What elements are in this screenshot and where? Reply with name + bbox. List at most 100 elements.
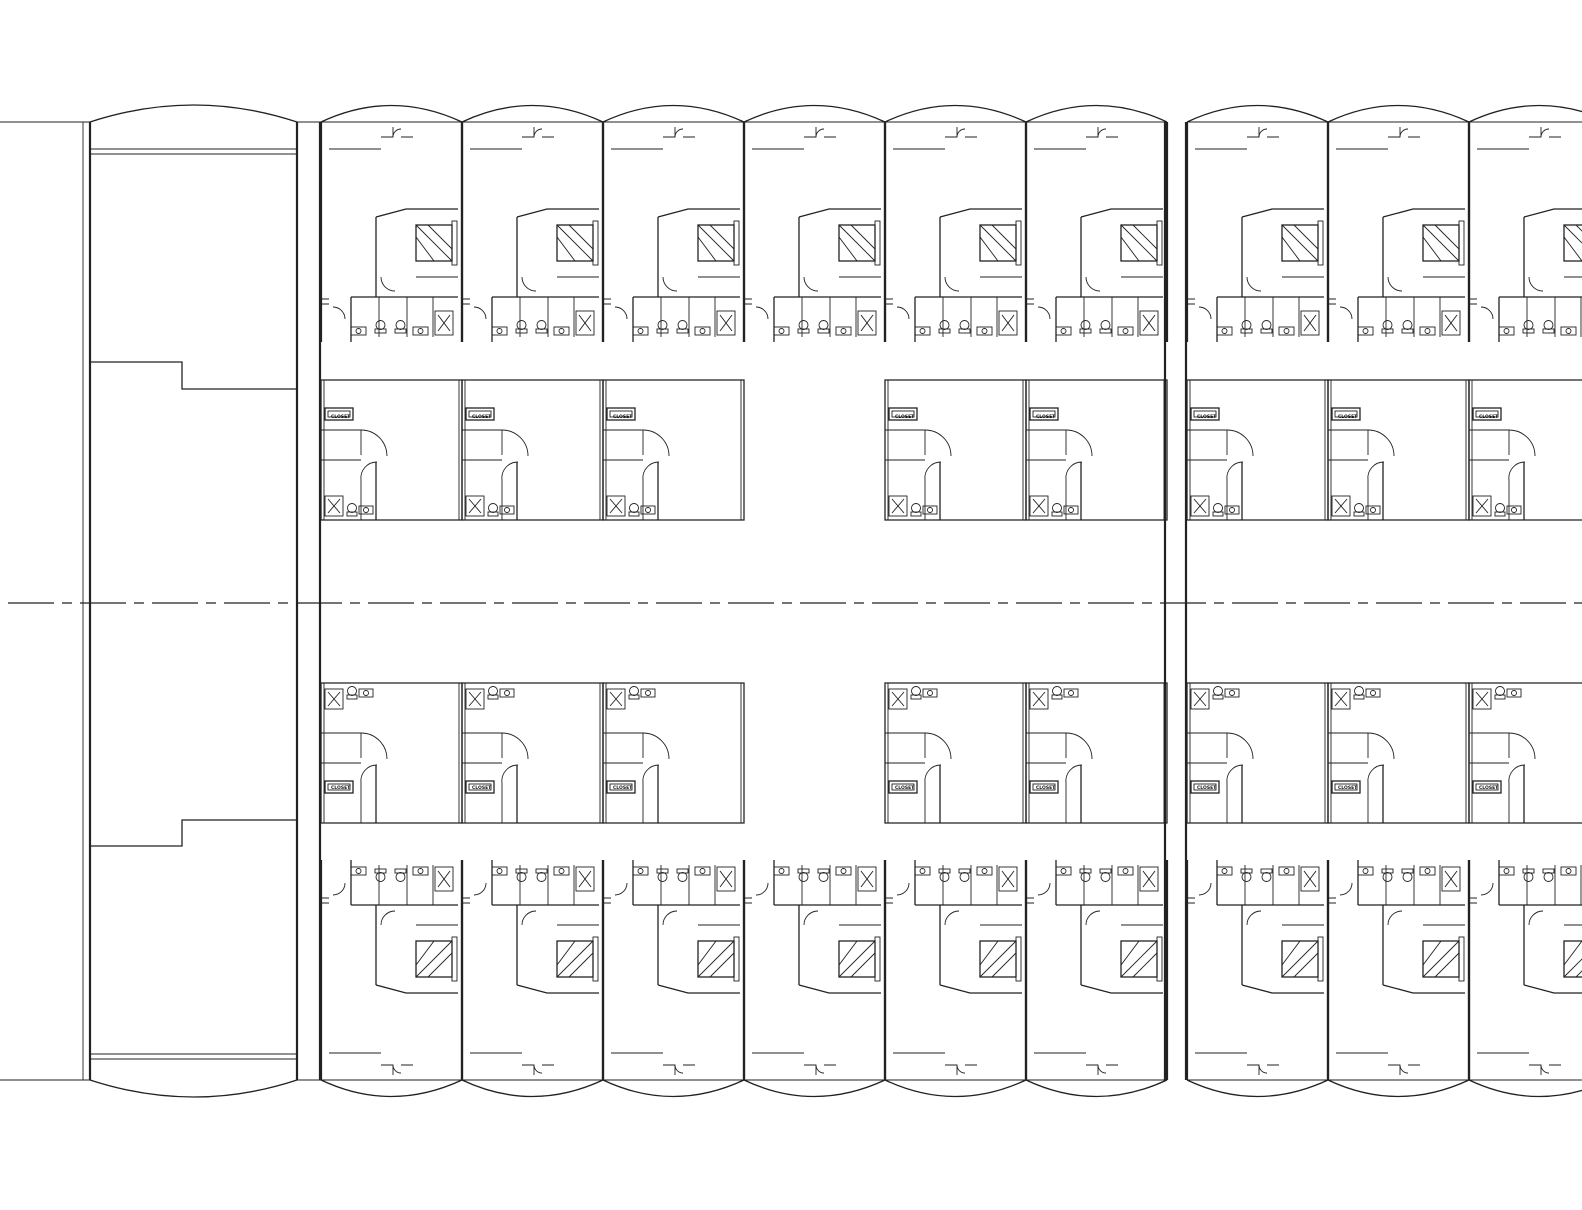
door-swing-icon bbox=[360, 461, 378, 481]
door-swing-icon bbox=[1085, 276, 1101, 292]
unit-wall bbox=[1024, 122, 1169, 342]
unit-room-bottom bbox=[742, 860, 887, 1098]
sink-icon bbox=[976, 866, 993, 876]
door-swing-icon bbox=[360, 732, 388, 760]
shower-icon bbox=[998, 310, 1018, 336]
toilet-icon bbox=[1051, 503, 1063, 517]
door-swing-icon bbox=[803, 910, 819, 926]
bath-wall bbox=[657, 208, 740, 297]
studio-unit-bottom bbox=[320, 682, 463, 824]
balcony-arc bbox=[1186, 1079, 1329, 1098]
door-swing-icon bbox=[1037, 306, 1051, 320]
bath-wall bbox=[516, 905, 599, 994]
unit-wall bbox=[460, 122, 605, 342]
sink-icon bbox=[1278, 326, 1295, 336]
door-swing-icon bbox=[1480, 882, 1494, 896]
door-swing-icon bbox=[755, 882, 769, 896]
plan-structure bbox=[0, 104, 1582, 1098]
bath-fixtures bbox=[350, 310, 454, 336]
toilet-icon bbox=[676, 868, 689, 882]
studio-unit-bottom bbox=[1186, 682, 1329, 824]
bath-fixtures bbox=[914, 866, 1018, 892]
bath-fixtures bbox=[1357, 310, 1461, 336]
door-swing-icon bbox=[1065, 764, 1083, 784]
sink-icon bbox=[1216, 326, 1233, 336]
closet-label: CLOSET bbox=[472, 785, 492, 791]
door-swing-icon bbox=[360, 764, 378, 784]
closet-label: CLOSET bbox=[1036, 785, 1056, 791]
sink-icon bbox=[1063, 505, 1079, 515]
closet-label: CLOSET bbox=[472, 414, 492, 420]
unit-room-bottom bbox=[1024, 860, 1169, 1098]
bath-partition bbox=[885, 732, 926, 823]
studio-unit-top bbox=[320, 379, 463, 521]
bath-partition bbox=[1385, 865, 1441, 905]
closet-label: CLOSET bbox=[331, 785, 351, 791]
bath-partition bbox=[1026, 732, 1067, 823]
unit-wall bbox=[1326, 860, 1471, 1080]
closet-icon bbox=[324, 407, 354, 421]
balcony-arc bbox=[320, 104, 463, 123]
bath-partition bbox=[1026, 429, 1067, 520]
closet-label: CLOSET bbox=[1479, 414, 1499, 420]
door-frame bbox=[1247, 127, 1279, 138]
toilet-icon bbox=[1240, 868, 1253, 882]
toilet-icon bbox=[1542, 868, 1555, 882]
door-swing-icon bbox=[521, 276, 537, 292]
closet-icon bbox=[324, 780, 354, 794]
bath-partition bbox=[1469, 429, 1510, 520]
shower-icon bbox=[888, 688, 908, 710]
closet-icon bbox=[465, 780, 495, 794]
sink-icon bbox=[773, 866, 790, 876]
bath-partition bbox=[801, 865, 857, 905]
door-frame bbox=[522, 1064, 554, 1075]
bed-icon bbox=[1422, 936, 1465, 982]
door-swing-icon bbox=[1226, 764, 1244, 784]
door-swing-icon bbox=[1258, 128, 1268, 138]
door-swing-icon bbox=[1097, 1064, 1107, 1074]
balcony-arc bbox=[884, 104, 1027, 123]
bath-partition bbox=[462, 732, 503, 823]
closet-label: CLOSET bbox=[331, 414, 351, 420]
door-frame bbox=[945, 127, 977, 138]
bath-wall bbox=[1523, 208, 1582, 297]
bed-icon bbox=[1281, 936, 1324, 982]
door-frame bbox=[381, 1064, 413, 1075]
toilet-icon bbox=[1494, 686, 1506, 700]
door-frame bbox=[945, 1064, 977, 1075]
bath-partition bbox=[1328, 429, 1369, 520]
bed-icon bbox=[838, 220, 881, 266]
door-frame bbox=[1086, 1064, 1118, 1075]
door-swing-icon bbox=[896, 306, 910, 320]
closet-icon bbox=[465, 407, 495, 421]
door-swing-icon bbox=[360, 429, 388, 457]
door-swing-icon bbox=[332, 306, 346, 320]
sink-icon bbox=[694, 326, 711, 336]
bath-fixtures bbox=[914, 310, 1018, 336]
sink-icon bbox=[976, 326, 993, 336]
door-frame bbox=[1388, 1064, 1420, 1075]
sink-icon bbox=[358, 688, 374, 698]
unit-wall bbox=[319, 122, 464, 342]
shower-icon bbox=[1029, 688, 1049, 710]
door-swing-icon bbox=[674, 1064, 684, 1074]
unit-room-top bbox=[1024, 104, 1169, 342]
sink-icon bbox=[1498, 326, 1515, 336]
bath-partition bbox=[603, 429, 644, 520]
shower-icon bbox=[575, 866, 595, 892]
shower-icon bbox=[324, 495, 344, 517]
shower-icon bbox=[1139, 310, 1159, 336]
bed-icon bbox=[979, 936, 1022, 982]
door-frame bbox=[804, 127, 836, 138]
bath-partition bbox=[603, 732, 644, 823]
toilet-icon bbox=[1099, 320, 1112, 334]
sink-icon bbox=[412, 326, 429, 336]
toilet-icon bbox=[394, 868, 407, 882]
door-swing-icon bbox=[1258, 1064, 1268, 1074]
unit-wall bbox=[1468, 379, 1582, 521]
bath-partition bbox=[1244, 297, 1300, 337]
balcony-arc bbox=[1468, 1079, 1582, 1098]
sink-icon bbox=[1560, 866, 1577, 876]
bath-fixtures bbox=[1498, 866, 1577, 882]
